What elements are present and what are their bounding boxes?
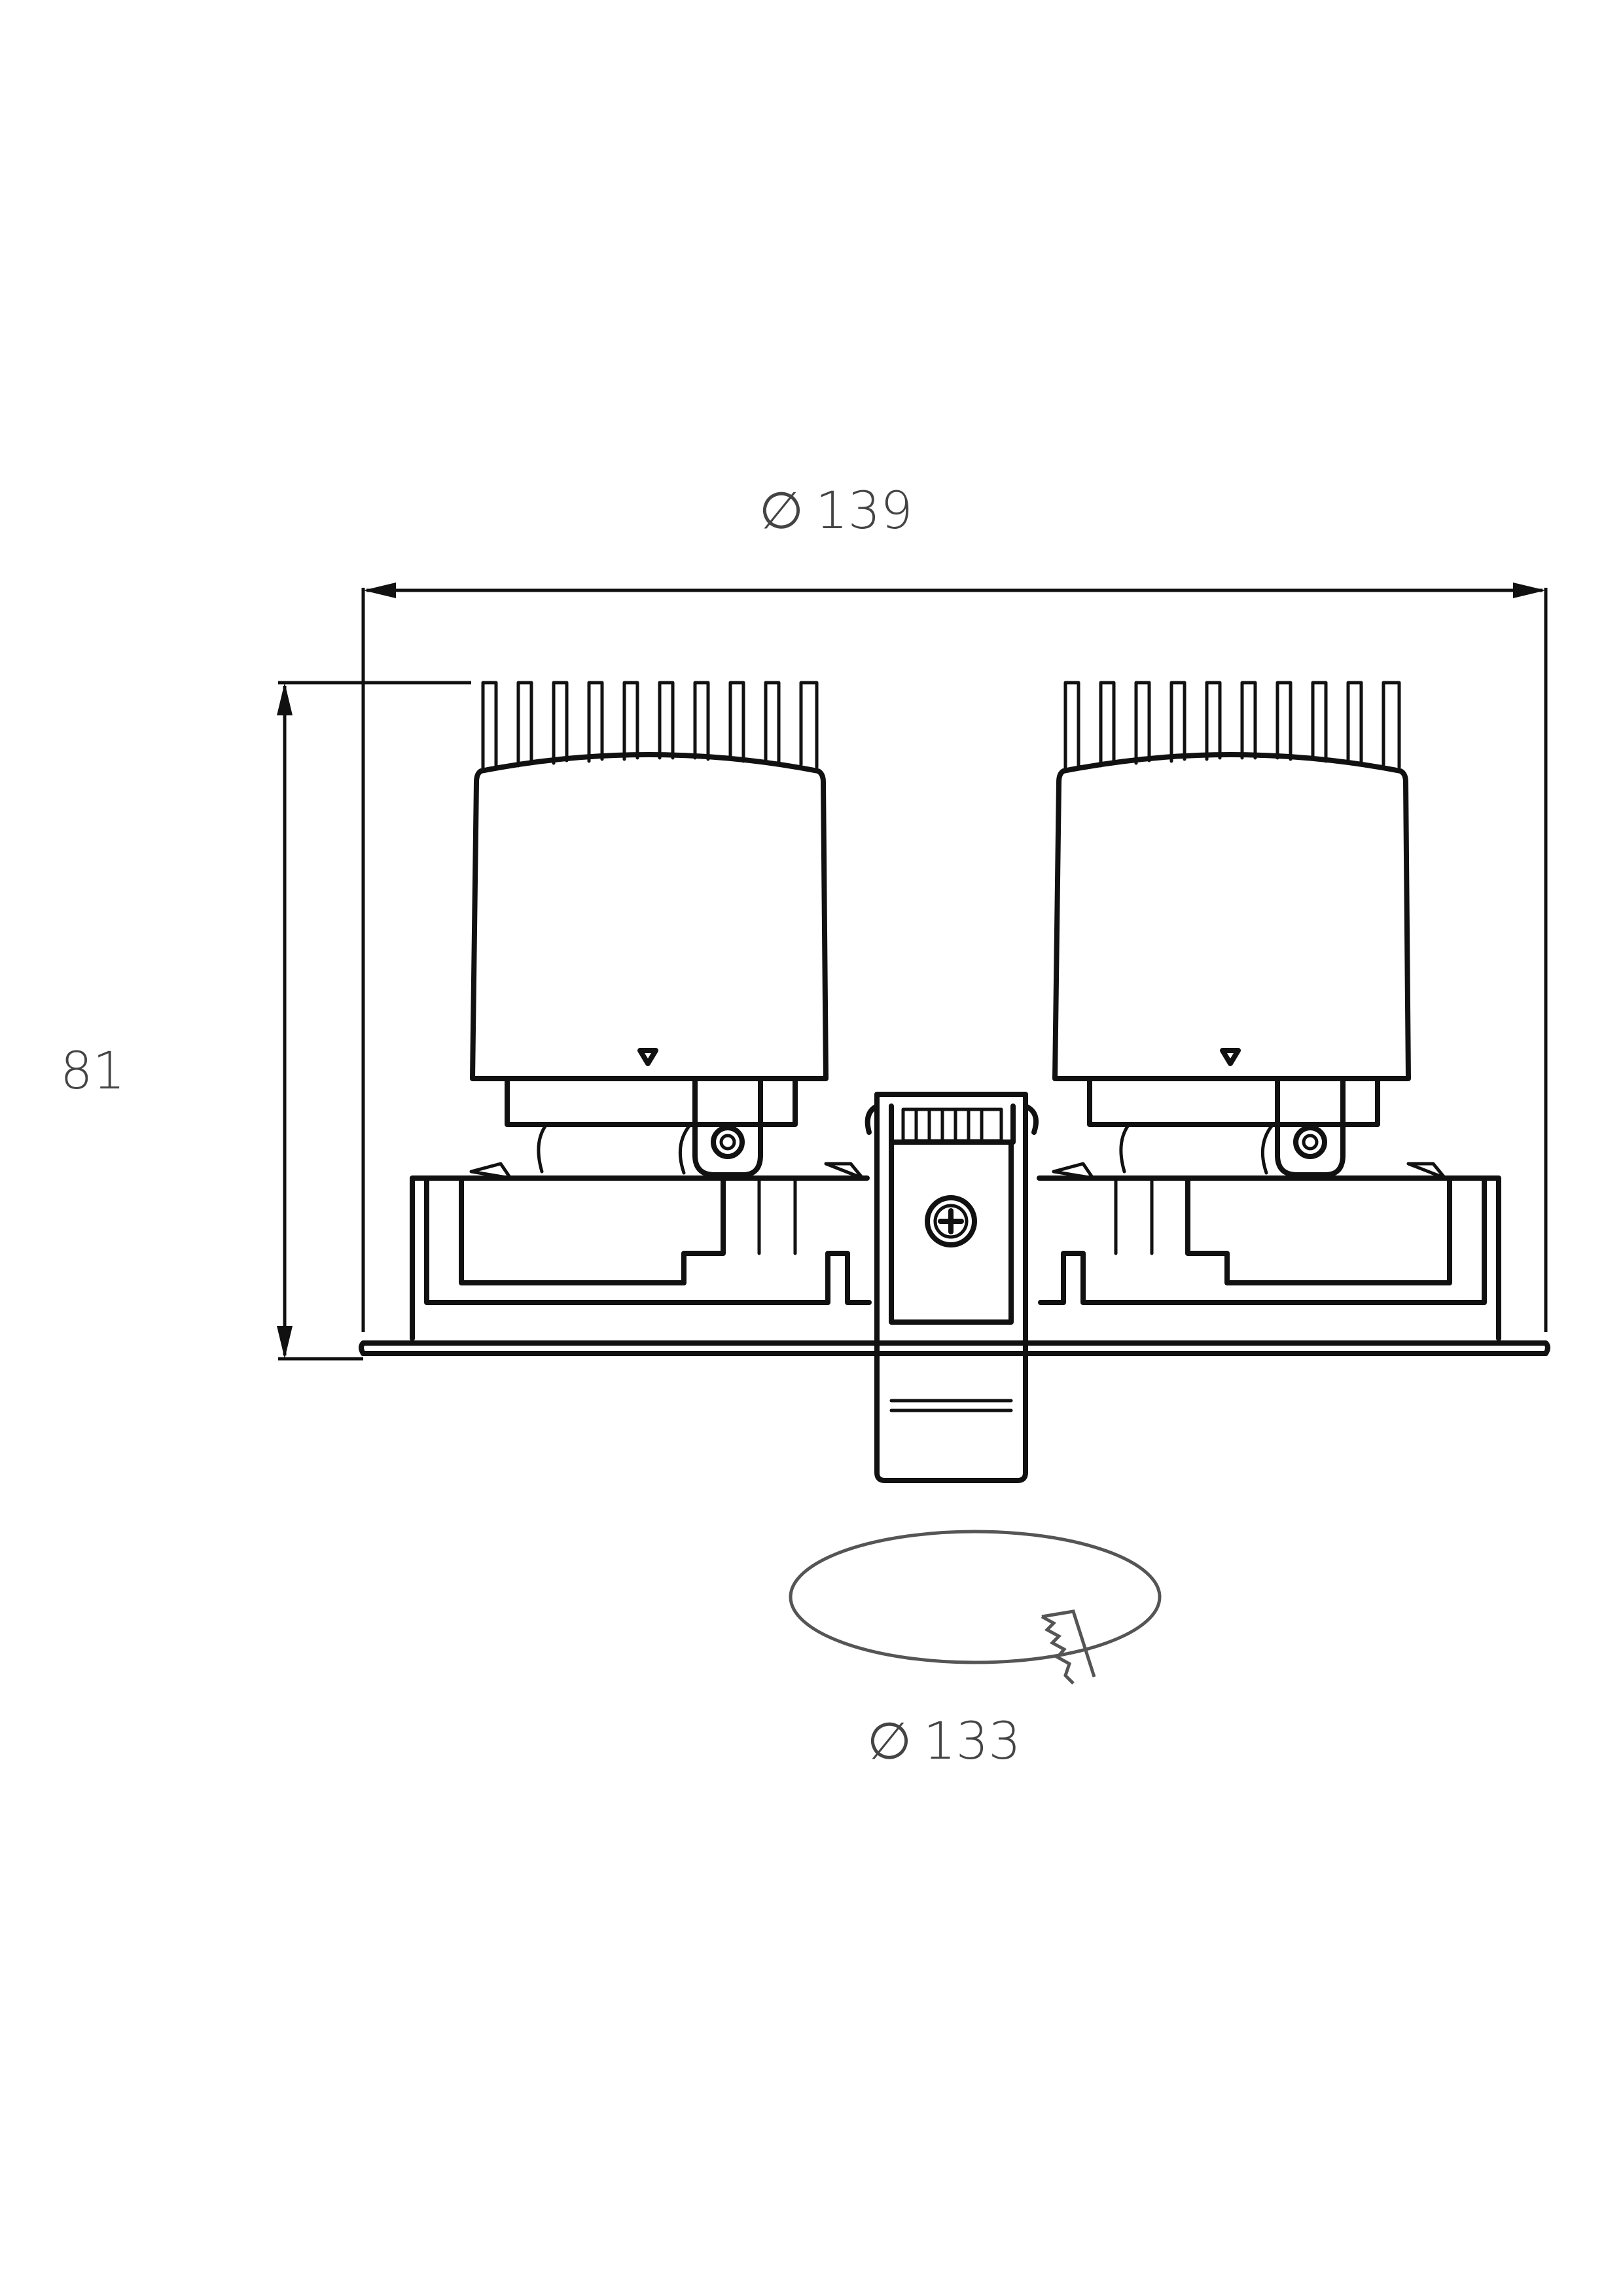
- right-lamp-body: [1052, 752, 1411, 1081]
- cutout-saw-icon: [1041, 1609, 1096, 1685]
- left-lamp-module: [469, 681, 865, 1180]
- overall-diameter-label: ∅139: [759, 486, 913, 537]
- clip-screw-icon: [925, 1195, 977, 1247]
- overall-diameter-value: 139: [815, 482, 913, 541]
- left-lamp-collar: [505, 1076, 798, 1127]
- overall-height-label: 81: [60, 1046, 125, 1097]
- left-heatsink-fins: [481, 681, 819, 771]
- right-lamp-collar: [1087, 1076, 1380, 1127]
- diameter-symbol: ∅: [867, 1712, 912, 1771]
- cutout-diameter-value: 133: [923, 1712, 1021, 1771]
- right-swivel-bracket: [1275, 1076, 1346, 1177]
- ceiling-cutout: [789, 1530, 1162, 1664]
- diameter-symbol: ∅: [759, 482, 804, 541]
- housing-frame: [410, 1175, 1501, 1341]
- right-aim-marker-icon: [1220, 1048, 1241, 1066]
- right-lamp-module: [1052, 681, 1447, 1180]
- width-dimension-line: [361, 583, 1548, 1332]
- ceiling-trim: [359, 1340, 1550, 1356]
- cutout-diameter-label: ∅133: [867, 1716, 1021, 1767]
- right-heatsink-fins: [1063, 681, 1401, 771]
- overall-height-value: 81: [60, 1042, 126, 1101]
- left-aim-marker-icon: [637, 1048, 658, 1066]
- left-swivel-bracket: [692, 1076, 763, 1177]
- height-dimension-line: [277, 681, 471, 1361]
- left-lamp-body: [470, 752, 829, 1081]
- spring-clip: [865, 1092, 1039, 1483]
